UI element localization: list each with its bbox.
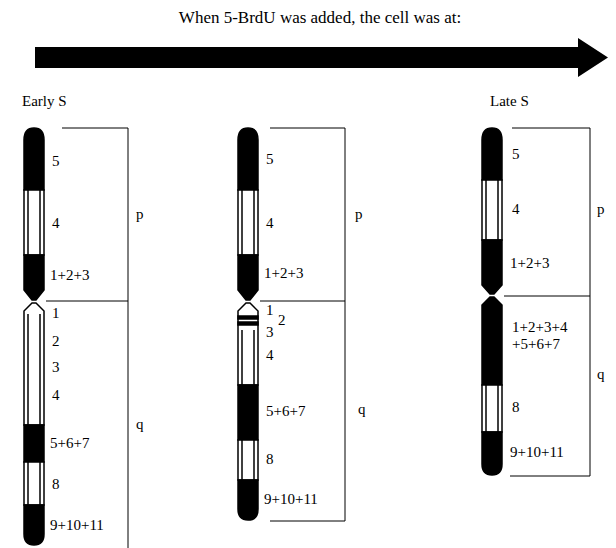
band-line: [253, 330, 255, 385]
chromosome-early: [24, 128, 44, 545]
band-line: [485, 180, 487, 240]
band-number: 2: [52, 333, 60, 350]
band-number: 1: [266, 302, 274, 319]
arm-bracket: [260, 128, 345, 521]
band-line: [39, 314, 41, 425]
dark-band: [238, 316, 258, 319]
dark-band: [24, 255, 44, 300]
band-number: 4: [52, 387, 60, 404]
band-line: [27, 314, 29, 425]
dark-band: [238, 480, 258, 520]
band-number: 8: [266, 451, 274, 468]
light-band: [482, 180, 502, 240]
light-band: [24, 190, 44, 255]
stage-label: Late S: [490, 93, 529, 110]
band-number: 9+10+11: [50, 517, 104, 534]
band-line: [39, 462, 41, 505]
band-number: 4: [266, 347, 274, 364]
band-line: [497, 385, 499, 432]
heading: When 5-BrdU was added, the cell was at:: [179, 8, 461, 28]
arm-label: p: [136, 206, 144, 223]
band-number: 5+6+7: [50, 435, 89, 452]
band-number: 9+10+11: [264, 491, 318, 508]
arm-label: q: [136, 416, 144, 433]
bracket-line: [270, 128, 345, 129]
band-number: 5: [512, 146, 520, 163]
bracket-line: [62, 128, 128, 129]
chromosome-middle: [238, 128, 258, 520]
bracket-line: [504, 296, 590, 297]
time-arrow: [35, 38, 608, 77]
band-line: [27, 190, 29, 255]
bracket-line: [590, 128, 591, 476]
band-number: 1: [52, 305, 60, 322]
light-band: [238, 303, 258, 385]
arm-label: p: [597, 201, 605, 218]
light-band: [24, 303, 44, 425]
band-number: 4: [52, 215, 60, 232]
band-number: 8: [512, 399, 520, 416]
band-number: 1+2+3: [264, 265, 303, 282]
band-number: 4: [266, 215, 274, 232]
band-number: 9+10+11: [510, 444, 564, 461]
dark-band: [238, 128, 258, 190]
bracket-line: [260, 301, 345, 302]
dark-band: [24, 425, 44, 462]
band-line: [241, 190, 243, 255]
band-number: 1+2+3: [510, 255, 549, 272]
bracket-line: [46, 301, 128, 302]
band-line: [253, 190, 255, 255]
chromosome-late: [482, 128, 502, 475]
dark-band: [24, 128, 44, 190]
light-band: [24, 462, 44, 505]
arm-label: q: [358, 401, 366, 418]
band-line: [241, 330, 243, 385]
band-number: 2: [278, 312, 286, 329]
arm-label: q: [597, 366, 605, 383]
light-band: [482, 385, 502, 432]
arm-label: p: [355, 206, 363, 223]
band-number: 5+6+7: [266, 403, 305, 420]
band-number: 5: [266, 151, 274, 168]
bracket-line: [512, 128, 590, 129]
band-line: [253, 440, 255, 480]
band-number: 5: [52, 153, 60, 170]
band-number: 4: [512, 201, 520, 218]
band-number: 1+2+3: [50, 267, 89, 284]
bracket-line: [128, 128, 129, 548]
dark-band: [482, 432, 502, 475]
band-line: [485, 385, 487, 432]
dark-band: [238, 255, 258, 300]
light-band: [238, 190, 258, 255]
bracket-line: [270, 521, 345, 522]
stage-label: Early S: [22, 93, 67, 110]
bracket-line: [345, 128, 346, 521]
light-band: [238, 440, 258, 480]
band-number: 3: [52, 359, 60, 376]
band-number: 3: [266, 324, 274, 341]
dark-band: [482, 297, 502, 385]
bracket-line: [510, 476, 590, 477]
band-line: [39, 190, 41, 255]
dark-band: [482, 240, 502, 294]
band-line: [497, 180, 499, 240]
band-line: [27, 462, 29, 505]
dark-band: [238, 322, 258, 325]
dark-band: [238, 385, 258, 440]
arm-bracket: [46, 128, 128, 548]
arm-bracket: [504, 128, 590, 476]
band-number: 1+2+3+4 +5+6+7: [512, 319, 574, 354]
band-line: [241, 440, 243, 480]
dark-band: [24, 505, 44, 545]
dark-band: [482, 128, 502, 180]
band-number: 8: [52, 476, 60, 493]
